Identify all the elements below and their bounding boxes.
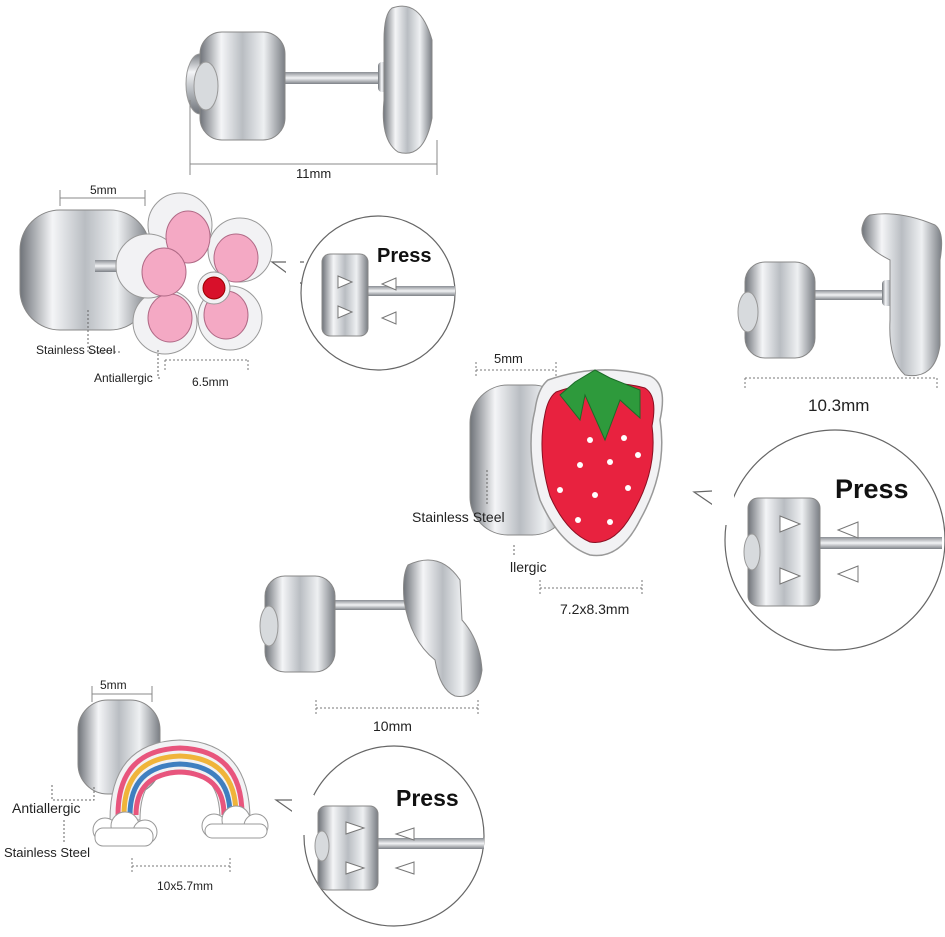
strawberry-press-label: Press (835, 474, 909, 504)
middle-earring-side-view (259, 559, 483, 697)
rainbow-press-bubble (274, 745, 485, 927)
flower-shape (115, 192, 273, 355)
flower-press-bubble (270, 215, 456, 371)
strawberry-seeds (557, 435, 641, 525)
rainbow-antiallergic-label: Antiallergic (12, 800, 80, 816)
strawberry-earring (469, 369, 664, 557)
flower-head-label: 5mm (90, 183, 117, 197)
flower-earring (19, 192, 273, 355)
rainbow-dimensions (51, 686, 231, 874)
strawberry-dimensions (475, 362, 643, 596)
rainbow-cloud-left (92, 811, 158, 847)
press-arrows-icon (337, 275, 397, 325)
right-earring-side-view (737, 213, 943, 377)
rainbow-head-label: 5mm (100, 678, 127, 692)
top-dimension (189, 100, 438, 175)
flower-antiallergic-label: Antiallergic (94, 371, 153, 385)
press-arrows-icon (779, 515, 859, 585)
flower-material-label: Stainless Steel (36, 343, 115, 357)
rainbow-cloud-right (201, 805, 269, 839)
strawberry-head-label: 5mm (494, 351, 523, 366)
strawberry-press-bubble (692, 429, 945, 651)
right-length-label: 10.3mm (808, 396, 869, 415)
strawberry-size-label: 7.2x8.3mm (560, 601, 629, 617)
rainbow-earring (77, 699, 269, 847)
right-dimension (744, 377, 938, 388)
rainbow-material-label: Stainless Steel (4, 845, 90, 860)
strawberry-material-label: Stainless Steel (412, 509, 505, 525)
rainbow-size-label: 10x5.7mm (157, 879, 213, 893)
press-arrows-icon (345, 821, 415, 875)
flower-size-label: 6.5mm (192, 375, 229, 389)
strawberry-antiallergic-label: llergic (510, 559, 547, 575)
flower-dimensions (59, 190, 249, 379)
top-length-label: 11mm (296, 166, 331, 181)
flower-press-label: Press (377, 245, 432, 267)
middle-dimension (315, 700, 479, 714)
rainbow-press-label: Press (396, 785, 459, 811)
top-earring-side-view (185, 5, 433, 154)
middle-length-label: 10mm (373, 718, 412, 734)
